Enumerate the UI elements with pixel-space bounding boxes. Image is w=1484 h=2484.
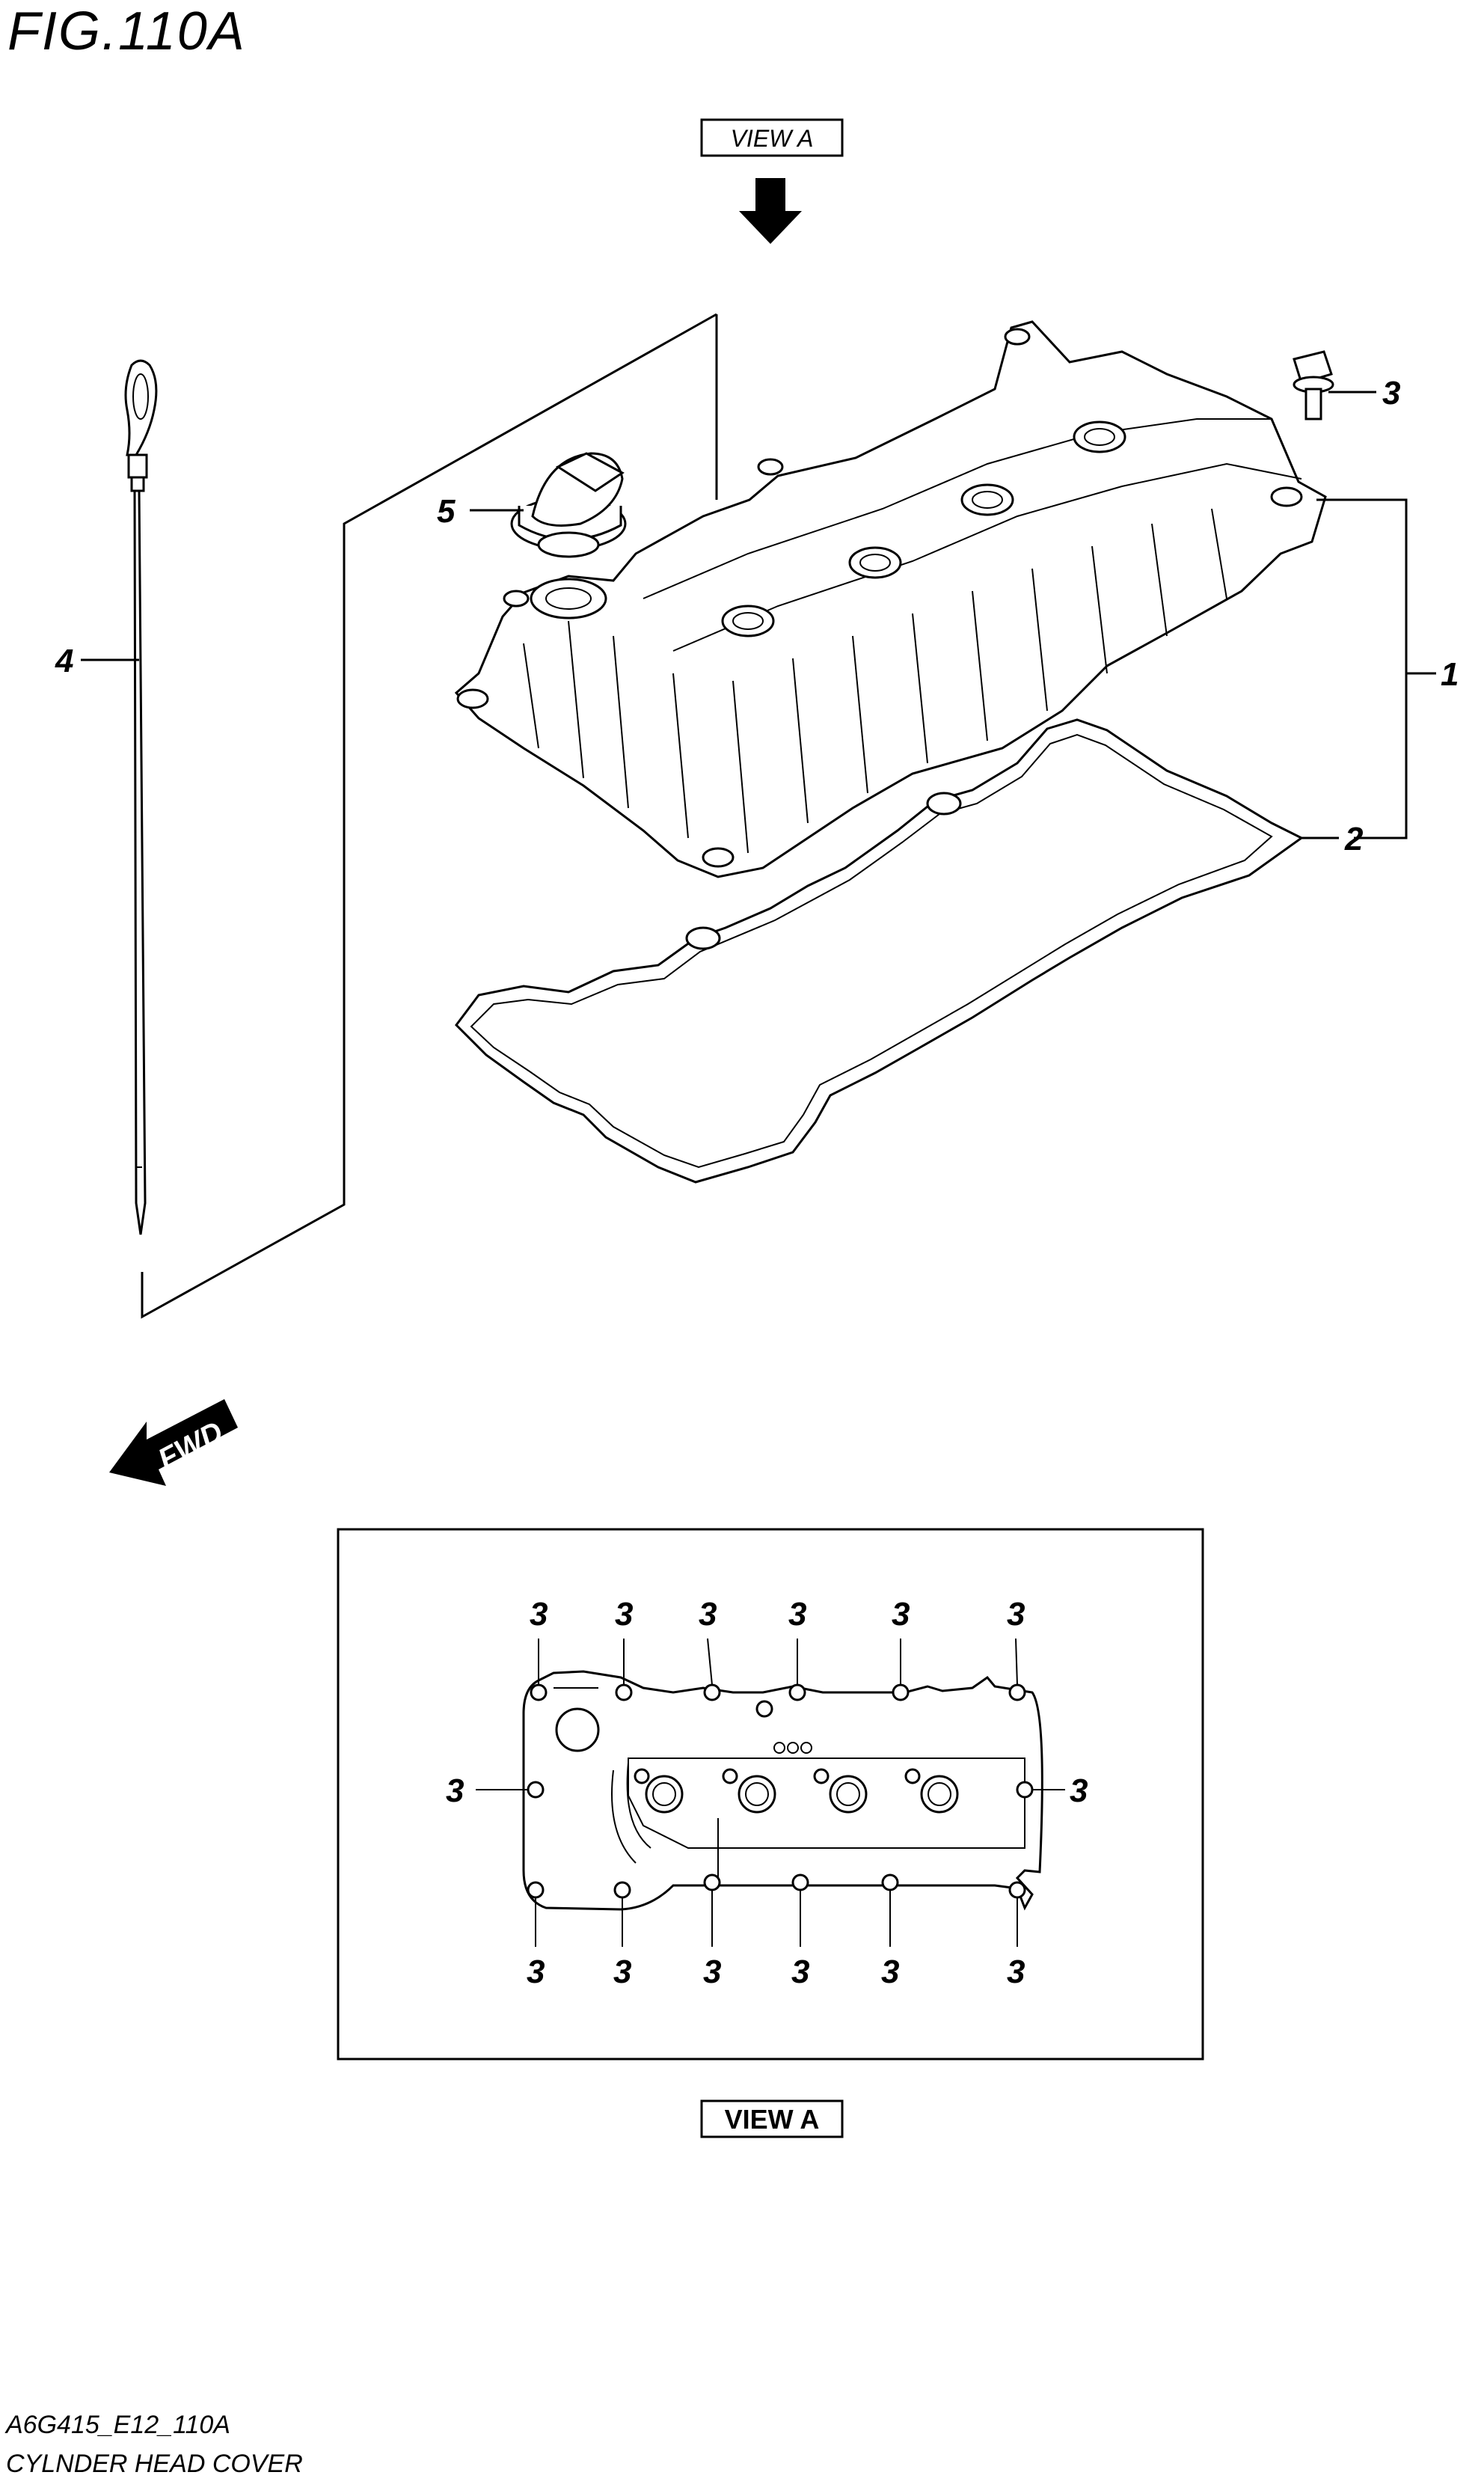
view-a-callout-3: 3 xyxy=(1007,1596,1025,1633)
view-a-callout-3: 3 xyxy=(699,1596,717,1633)
view-a-bottom-frame xyxy=(700,2099,844,2138)
callout-3: 3 xyxy=(1382,375,1400,412)
view-a-callout-3: 3 xyxy=(881,1954,899,1990)
figure-code: A6G415_E12_110A xyxy=(4,2411,230,2439)
gasket-tab xyxy=(926,792,962,816)
view-a-leader-lines xyxy=(476,1638,1065,1947)
figure-name: CYLNDER HEAD COVER xyxy=(6,2450,303,2478)
callout-4: 4 xyxy=(55,643,73,679)
view-direction-arrow-icon xyxy=(739,178,802,244)
view-a-bottom-label: VIEW A xyxy=(725,2104,820,2135)
assembly-bracket xyxy=(141,313,717,1319)
view-a-callout-3: 3 xyxy=(791,1954,809,1990)
gasket-part xyxy=(455,718,1304,1184)
callout-5: 5 xyxy=(437,493,456,530)
callout-1: 1 xyxy=(1441,656,1459,693)
gasket-inner xyxy=(470,733,1273,1169)
view-a-indicator: VIEW A xyxy=(700,118,844,244)
view-a-cover-drawing xyxy=(522,1670,1043,1911)
cylinder-head-cover-part xyxy=(454,320,1327,878)
view-a-callout-3: 3 xyxy=(613,1954,631,1990)
view-a-callout-3: 3 xyxy=(527,1954,545,1990)
view-a-callout-3: 3 xyxy=(788,1596,806,1633)
gasket-tab xyxy=(685,926,721,950)
view-a-callout-3: 3 xyxy=(892,1596,910,1633)
view-a-callout-3: 3 xyxy=(1070,1772,1088,1809)
view-a-inset-frame xyxy=(337,1528,1204,2061)
dipstick-part xyxy=(124,359,158,1235)
bolt-part xyxy=(1293,350,1334,420)
forward-arrow-icon: FWD xyxy=(109,1399,238,1486)
leader-line-1 xyxy=(1316,498,1408,839)
view-a-callout-3: 3 xyxy=(703,1954,721,1990)
view-a-callout-3: 3 xyxy=(615,1596,633,1633)
oil-filler-cap-part xyxy=(510,452,627,558)
view-a-callout-3: 3 xyxy=(446,1772,464,1809)
figure-title: FIG.110A xyxy=(7,1,246,61)
view-a-callout-3: 3 xyxy=(530,1596,548,1633)
view-a-top-label: VIEW A xyxy=(731,125,814,152)
view-a-callout-3: 3 xyxy=(1007,1954,1025,1990)
